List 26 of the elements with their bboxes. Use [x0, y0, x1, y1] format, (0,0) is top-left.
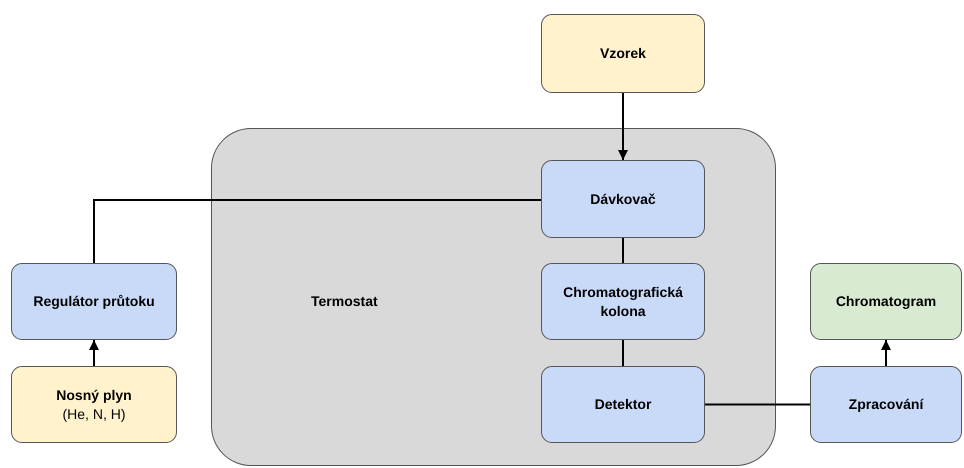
process-box [541, 14, 705, 93]
thermostat-chamber [211, 128, 776, 466]
connector-line [622, 340, 624, 366]
node-label: Chromatogram [836, 292, 936, 311]
node-label: Vzorek [600, 44, 646, 63]
process-box [11, 263, 177, 340]
process-box [810, 366, 962, 443]
process-box [541, 263, 705, 340]
connector-line [705, 404, 810, 406]
arrow [618, 93, 628, 160]
node-label: Dávkovač [590, 190, 656, 208]
node-note: (He, N, H) [62, 404, 126, 424]
node-label: Zpracování [848, 395, 924, 414]
process-box [541, 160, 705, 238]
arrow [881, 340, 891, 366]
connector-line [622, 238, 624, 263]
node-label: Nosný plyn [56, 386, 132, 404]
node-label: Termostat [311, 292, 378, 311]
process-box [810, 263, 962, 340]
node-label: Detektor [594, 395, 652, 414]
connector-line [93, 199, 541, 263]
process-box [11, 366, 177, 443]
node-label: Chromatografická kolona [562, 282, 684, 320]
node-label: Regulátor průtoku [33, 292, 155, 311]
process-box [541, 366, 705, 443]
arrow [89, 340, 99, 366]
